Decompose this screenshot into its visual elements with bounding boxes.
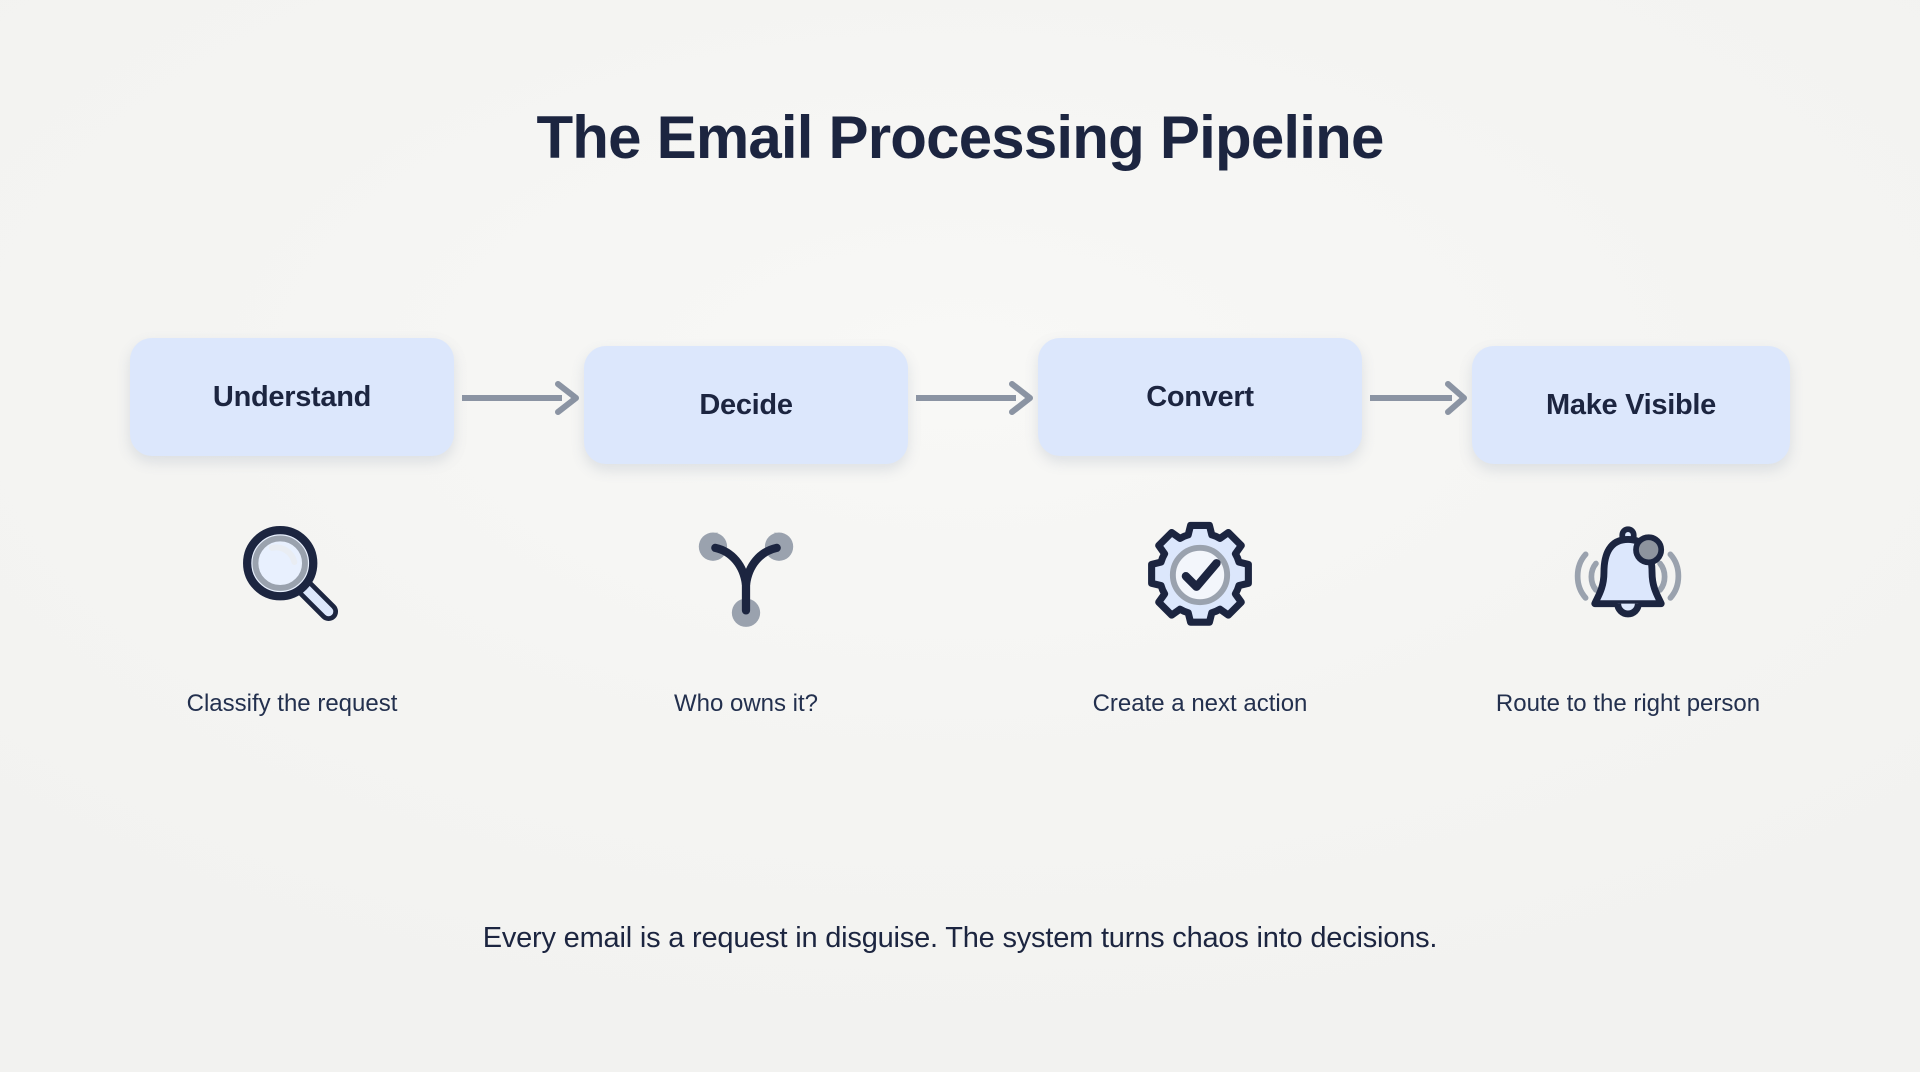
gear-check-icon: [1148, 521, 1252, 626]
icon-slot-understand: [130, 510, 454, 640]
arrow-right-icon: [1368, 378, 1470, 418]
icon-slot-decide: [584, 510, 908, 640]
pipeline-stage-make-visible[interactable]: Make Visible: [1472, 346, 1790, 464]
pipeline-stage-convert[interactable]: Convert: [1038, 338, 1362, 456]
caption-convert: Create a next action: [1092, 690, 1308, 717]
bell-icon: [1574, 526, 1682, 618]
arrow-right-icon: [914, 378, 1036, 418]
caption-row: Classify the request Who owns it? Create…: [130, 690, 1790, 734]
stage-label: Make Visible: [1546, 388, 1716, 421]
arrow-right-icon: [460, 378, 582, 418]
pipeline-stage-understand[interactable]: Understand: [130, 338, 454, 456]
caption-decide: Who owns it?: [673, 690, 819, 717]
pipeline-stage-decide[interactable]: Decide: [584, 346, 908, 464]
branch-fork-icon: [698, 532, 794, 627]
icon-slot-convert: [1038, 510, 1362, 640]
footer-note: Every email is a request in disguise. Th…: [482, 922, 1438, 954]
caption-make-visible: Route to the right person: [1495, 690, 1761, 717]
stage-label: Understand: [212, 380, 372, 413]
icon-slot-make-visible: [1466, 510, 1790, 640]
page-title: The Email Processing Pipeline: [536, 104, 1384, 171]
stage-label: Decide: [699, 388, 793, 421]
magnifier-icon: [243, 526, 339, 622]
caption-understand: Classify the request: [186, 690, 398, 717]
icon-row: [130, 510, 1790, 640]
stage-label: Convert: [1146, 380, 1254, 413]
pipeline-row: Understand Decide Convert: [130, 338, 1790, 468]
